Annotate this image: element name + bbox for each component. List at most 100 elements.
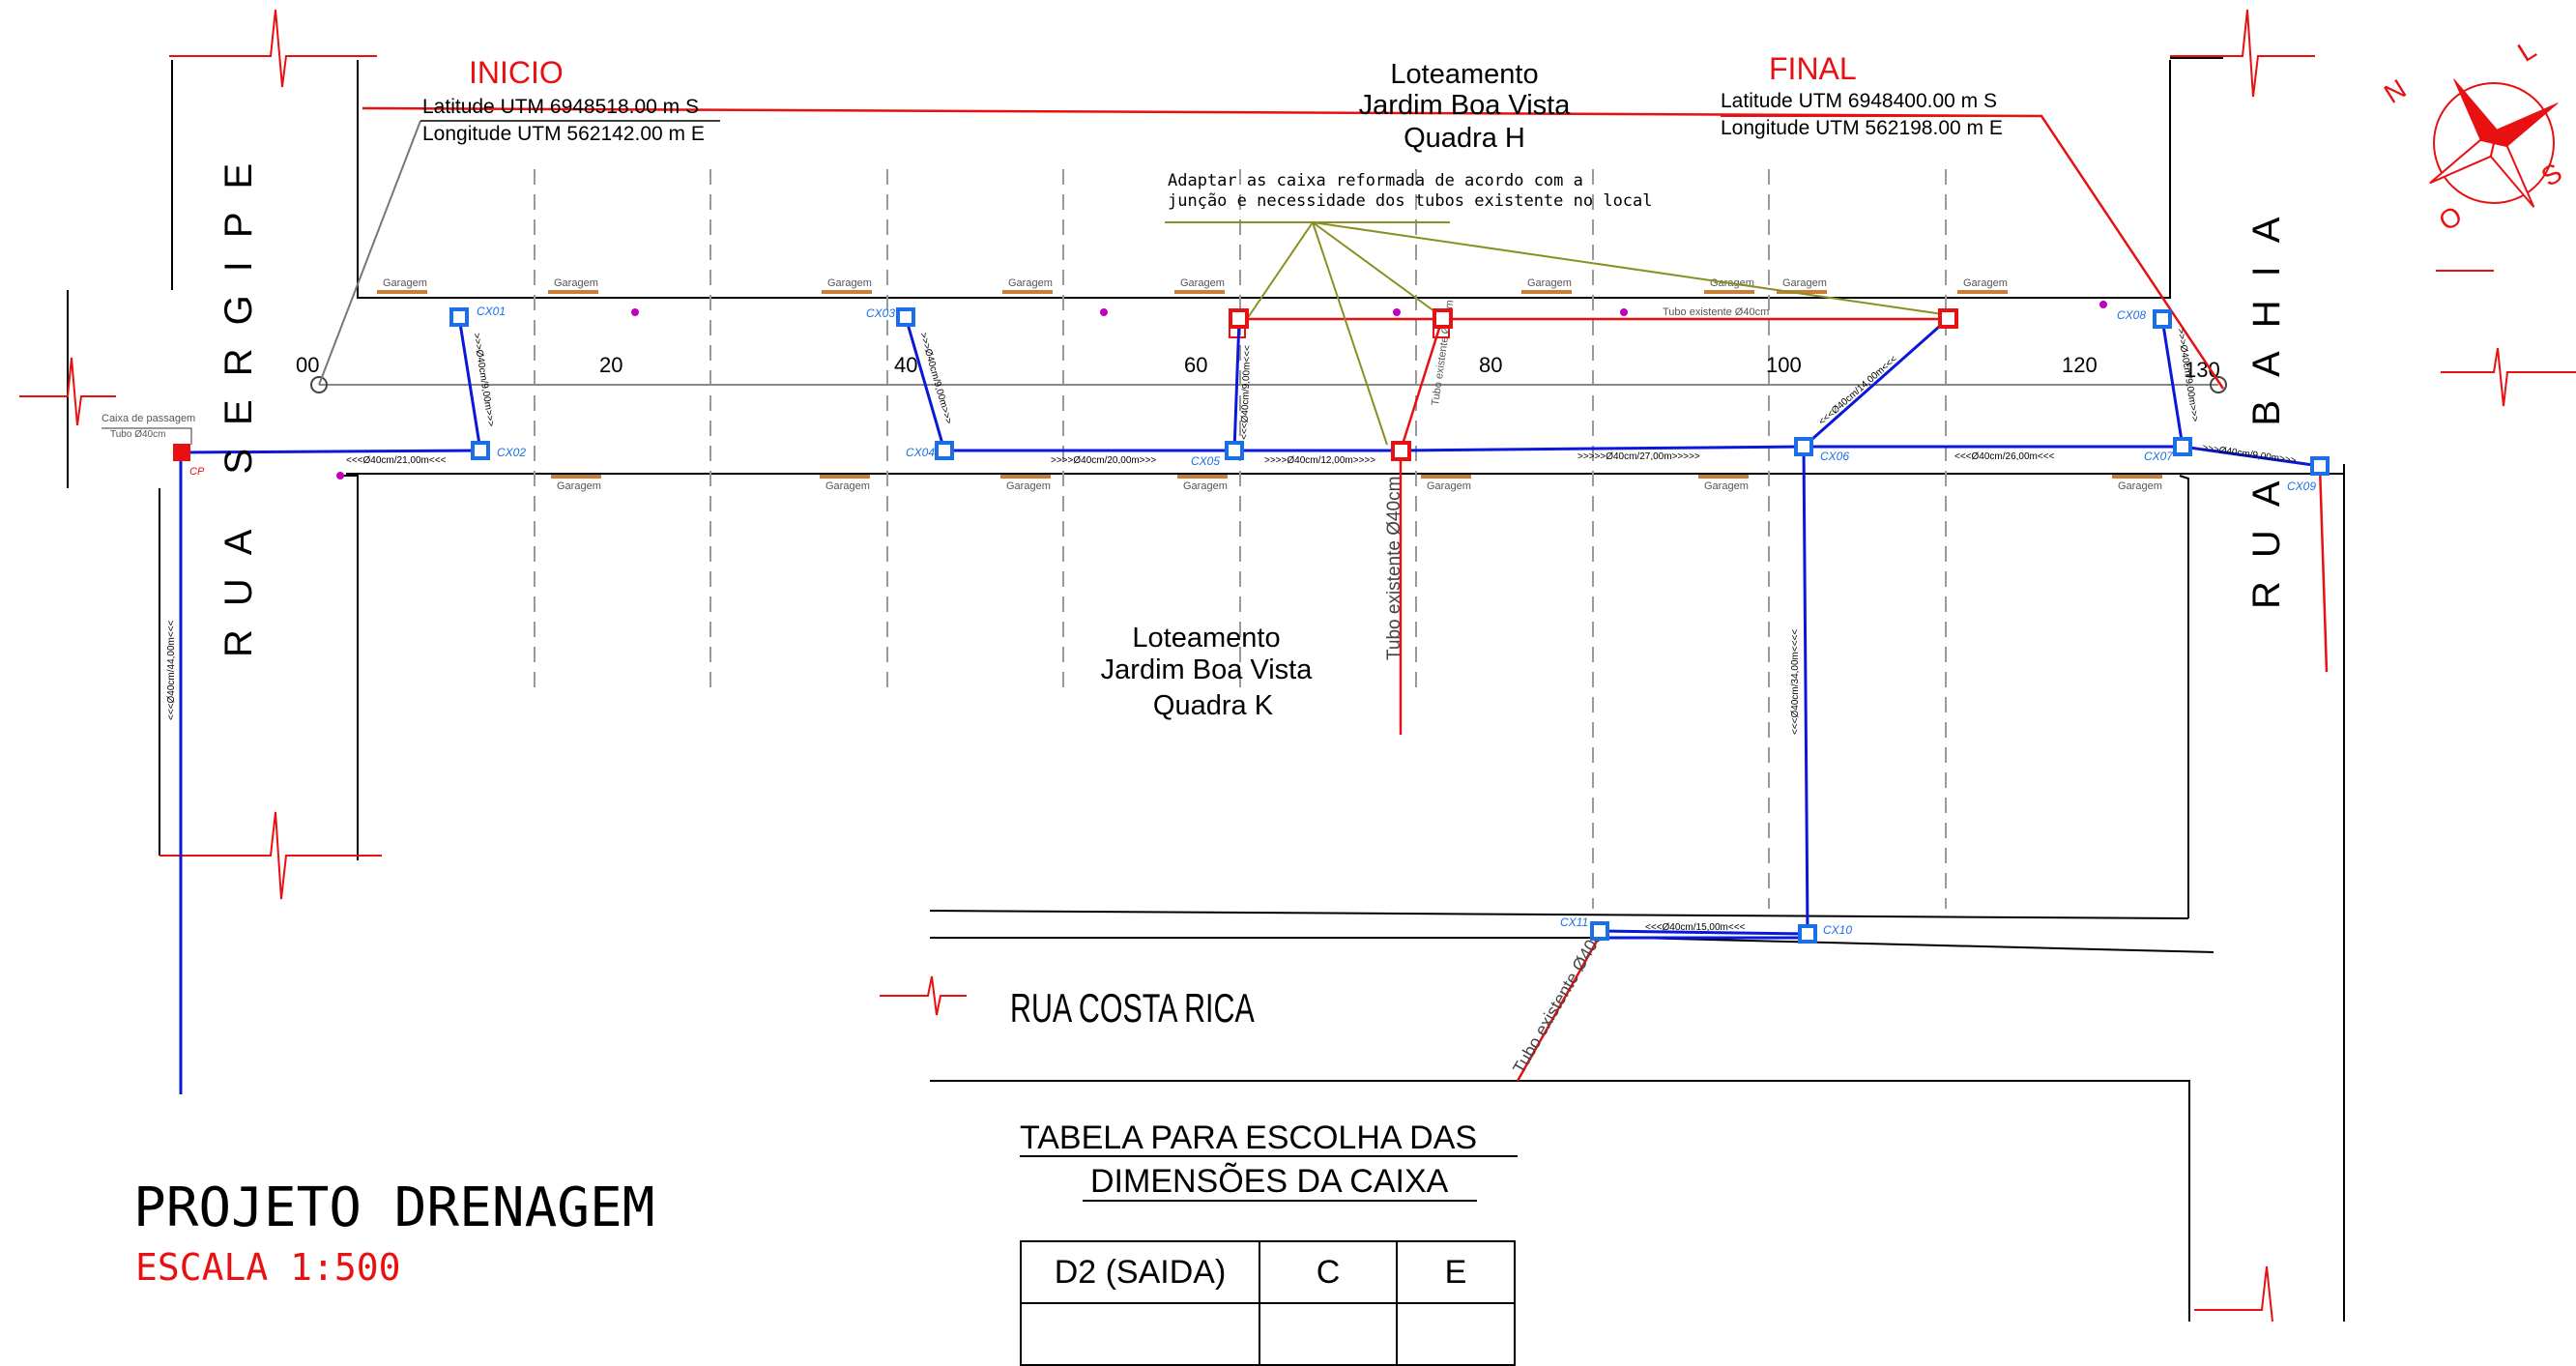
inicio-longitude: Longitude UTM 562142.00 m E — [422, 123, 705, 145]
pipe-label: <<<Ø40cm/26,00m<<< — [1954, 451, 2055, 462]
table-cell — [1020, 1302, 1260, 1366]
passage-box-label-2: Tubo Ø40cm — [110, 429, 165, 440]
survey-markers — [336, 301, 2107, 480]
compass-l: L — [2512, 34, 2541, 68]
garage-label: Garagem — [1183, 480, 1228, 492]
table-row — [1020, 1302, 1516, 1366]
table-title-1: TABELA PARA ESCOLHA DAS — [1020, 1119, 1477, 1156]
station-axis: 00 20 40 60 80 100 120 130 — [296, 353, 2227, 393]
table-header-e: E — [1396, 1240, 1516, 1304]
garage-label: Garagem — [1782, 277, 1827, 289]
garage-label: Garagem — [1527, 277, 1572, 289]
pipe-label: <<<Ø40cm/9,00m<<< — [1239, 345, 1253, 440]
station-label: 60 — [1184, 353, 1207, 377]
box-label-cx11: CX11 — [1560, 916, 1588, 929]
street-rua-sergipe: RUA SERGIPE — [217, 140, 260, 657]
station-label: 20 — [599, 353, 622, 377]
note-line2: junção e necessidade dos tubos existente… — [1168, 191, 1653, 211]
box-label-cx01: CX01 — [477, 305, 506, 318]
reformed-boxes — [1229, 308, 1958, 461]
break-marks — [19, 9, 2576, 1322]
garage-label: Garagem — [1180, 277, 1225, 289]
garage-label: Garagem — [557, 480, 601, 492]
final-latitude: Latitude UTM 6948400.00 m S — [1721, 90, 1997, 112]
street-rua-costa-rica: RUA COSTA RICA — [1010, 985, 1255, 1031]
box-label-cx02: CX02 — [497, 446, 526, 459]
loteamento-k-line3: Quadra K — [1153, 690, 1274, 721]
box-label-cx10: CX10 — [1823, 923, 1852, 937]
box-label-cx09: CX09 — [2287, 480, 2316, 493]
lot-lines — [534, 169, 1947, 909]
table-header-d2: D2 (SAIDA) — [1020, 1240, 1260, 1304]
box-label-cx08: CX08 — [2117, 308, 2146, 322]
loteamento-h-line1: Loteamento — [1390, 59, 1538, 90]
existing-pipe-label: Tubo existente Ø40cm — [1663, 306, 1769, 318]
box-label-cx05: CX05 — [1191, 454, 1220, 468]
box-label-cx06: CX06 — [1820, 450, 1849, 463]
existing-pipes — [362, 106, 2329, 1082]
box-label-cx07: CX07 — [2144, 450, 2174, 463]
pipe-label: >>>>>Ø40cm/27,00m>>>>> — [1577, 451, 1700, 462]
garage-label: Garagem — [825, 480, 870, 492]
pipe-label: >>>>Ø40cm/20,00m>>> — [1051, 455, 1156, 466]
garage-label: Garagem — [383, 277, 427, 289]
passage-box-label: Caixa de passagem — [101, 413, 195, 424]
passage-box-cp — [173, 444, 190, 461]
inspection-boxes — [449, 307, 2330, 944]
pipe-label: >>>>Ø40cm/12,00m>>>> — [1264, 455, 1375, 466]
box-label-cx03: CX03 — [866, 306, 895, 320]
table-cell — [1396, 1302, 1516, 1366]
pipe-label: <<<Ø40cm/14,00m<<< — [1817, 354, 1899, 427]
station-label: 100 — [1766, 353, 1802, 377]
final-longitude: Longitude UTM 562198.00 m E — [1721, 117, 2003, 139]
loteamento-k-line2: Jardim Boa Vista — [1101, 654, 1314, 685]
garage-label: Garagem — [1008, 277, 1053, 289]
station-label: 40 — [894, 353, 917, 377]
station-label: 00 — [296, 353, 319, 377]
table-title-2: DIMENSÕES DA CAIXA — [1090, 1163, 1449, 1200]
box-label-cx04: CX04 — [906, 446, 935, 459]
loteamento-k-line1: Loteamento — [1132, 623, 1280, 654]
garage-label: Garagem — [1704, 480, 1749, 492]
street-rua-bahia: RUA BAHIA — [2245, 194, 2288, 609]
garage-label: Garagem — [1963, 277, 2008, 289]
garage-markers: Garagem Garagem Garagem Garagem Garagem … — [377, 277, 2162, 492]
project-scale: ESCALA 1:500 — [135, 1246, 401, 1289]
inicio-title: INICIO — [469, 55, 564, 90]
pipe-label: <<<Ø40cm/34,00m<<<< — [1790, 629, 1801, 735]
final-title: FINAL — [1769, 51, 1857, 86]
passage-box-leader — [101, 427, 192, 445]
pipe-label: <<<Ø40cm/15,00m<<< — [1645, 922, 1746, 933]
compass-s: S — [2536, 158, 2567, 192]
compass-n: N — [2379, 73, 2412, 109]
table-cell — [1259, 1302, 1398, 1366]
station-label: 120 — [2062, 353, 2098, 377]
note-line1: Adaptar as caixa reformada de acordo com… — [1168, 171, 1583, 190]
compass-o: O — [2434, 200, 2468, 237]
existing-pipe-label: Tubo existente Ø40cm — [1384, 477, 1404, 660]
loteamento-h-line3: Quadra H — [1404, 123, 1525, 154]
inicio-latitude: Latitude UTM 6948518.00 m S — [422, 96, 699, 118]
compass-rose — [2429, 78, 2559, 208]
garage-label: Garagem — [1427, 480, 1471, 492]
note-leaders — [1165, 221, 1944, 446]
station-label: 80 — [1479, 353, 1502, 377]
garage-label: Garagem — [827, 277, 872, 289]
pipe-label: <<<Ø40cm/44,00m<<< — [166, 620, 177, 720]
new-pipes — [179, 316, 2321, 1094]
passage-box-cp-label: CP — [189, 466, 205, 478]
drainage-plan: 00 20 40 60 80 100 120 130 Garagem Garag… — [19, 9, 2576, 1322]
pipe-label: <<<Ø40cm/21,00m<<< — [346, 455, 447, 466]
station-label: 130 — [2185, 358, 2220, 382]
project-title: PROJETO DRENAGEM — [133, 1177, 654, 1239]
garage-label: Garagem — [2118, 480, 2162, 492]
box-labels: CX01 CX02 CX03 CX04 CX05 CX06 CX07 CX08 … — [477, 305, 2316, 937]
table-header-c: C — [1259, 1240, 1398, 1304]
dimension-table: D2 (SAIDA) C E — [1020, 1240, 1516, 1366]
table-header-row: D2 (SAIDA) C E — [1020, 1240, 1516, 1304]
inicio-leader — [318, 120, 421, 386]
garage-label: Garagem — [1006, 480, 1051, 492]
garage-label: Garagem — [554, 277, 598, 289]
boundary-lines — [67, 57, 2345, 1322]
loteamento-h-line2: Jardim Boa Vista — [1359, 90, 1572, 121]
